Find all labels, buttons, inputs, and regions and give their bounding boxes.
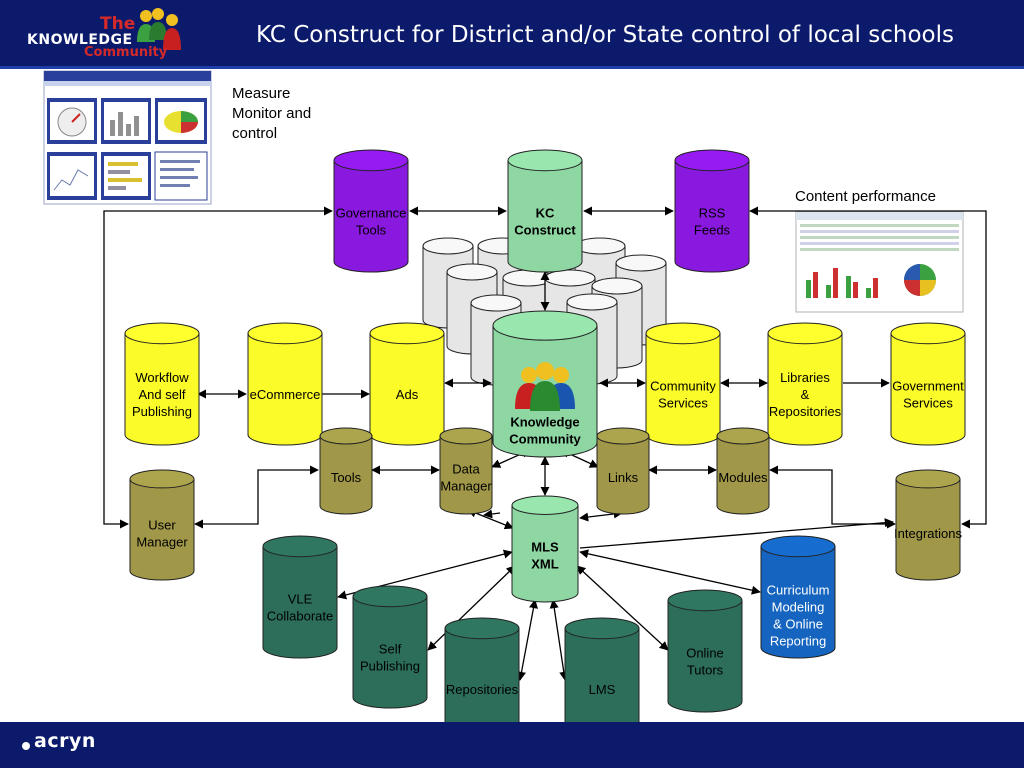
- connector-mls-lms: [549, 599, 569, 681]
- footer-bar: acryn: [0, 722, 1024, 768]
- curriculum-label: Curriculum: [767, 583, 830, 598]
- integrations-cylinder: Integrations: [894, 469, 962, 581]
- content-performance-note: Content performance: [795, 188, 936, 205]
- user-manager-label: Manager: [136, 535, 188, 550]
- repositories-cylinder: Repositories: [444, 617, 520, 722]
- logo-line-the: The: [100, 14, 136, 34]
- vle-collaborate-cylinder: VLE Collaborate: [262, 535, 338, 659]
- connector-mls-repositories: [517, 599, 538, 681]
- logo-line-community: Community: [84, 45, 168, 60]
- ecommerce-cylinder: eCommerce: [247, 322, 323, 446]
- connector-governance-user-manager: [103, 206, 333, 529]
- content-performance-screenshot-thumbnail: [795, 211, 964, 313]
- online-tutors-label: Online: [686, 646, 724, 661]
- tools-cylinder: Tools: [319, 427, 373, 515]
- kc-construct-cylinder: KC Construct: [507, 149, 583, 273]
- connector-rss-integrations: [749, 206, 987, 529]
- curriculum-label: Reporting: [770, 634, 826, 649]
- libraries-label: &: [801, 387, 810, 402]
- curriculum-label: Modeling: [772, 600, 825, 615]
- workflow-label: And self: [139, 387, 186, 402]
- community-people-icon: [515, 362, 575, 411]
- repositories-label: Repositories: [446, 682, 519, 697]
- user-manager-label: User: [148, 518, 176, 533]
- libraries-cylinder: Libraries & Repositories: [767, 322, 843, 446]
- connector-mls-integrations: [579, 518, 894, 549]
- rss-feeds-label: Feeds: [694, 223, 731, 238]
- tools-label: Tools: [331, 470, 362, 485]
- connector-mls-data-stub: [483, 509, 501, 519]
- measure-note: Measure Monitor and control: [232, 84, 311, 144]
- links-label: Links: [608, 470, 639, 485]
- rss-feeds-label: RSS: [699, 206, 726, 221]
- modules-label: Modules: [718, 470, 768, 485]
- measure-note-line-2: Monitor and: [232, 105, 312, 122]
- workflow-label: Publishing: [132, 404, 192, 419]
- community-services-label: Community: [650, 379, 716, 394]
- workflow-label: Workflow: [135, 370, 189, 385]
- header-bar: The KNOWLEDGE Community KC Construct for…: [0, 0, 1024, 69]
- links-cylinder: Links: [596, 427, 650, 515]
- government-services-label: Government: [892, 379, 964, 394]
- government-services-label: Services: [903, 396, 953, 411]
- kc-construct-label: Construct: [514, 223, 576, 238]
- rss-feeds-cylinder: RSS Feeds: [674, 149, 750, 273]
- ecommerce-label: eCommerce: [250, 387, 321, 402]
- measure-note-line-3: control: [232, 125, 278, 142]
- knowledge-community-label: Community: [509, 432, 581, 447]
- data-manager-label: Data: [452, 462, 480, 477]
- mls-xml-label: XML: [531, 557, 559, 572]
- libraries-label: Repositories: [769, 404, 842, 419]
- people-logo-icon: [137, 8, 181, 50]
- knowledge-community-label: Knowledge: [510, 415, 579, 430]
- connector-mls-curriculum: [579, 549, 761, 595]
- connector-user-tools: [194, 465, 319, 529]
- mls-xml-label: MLS: [531, 540, 559, 555]
- integrations-label: Integrations: [894, 526, 962, 541]
- connector-modules-integrations: [769, 465, 896, 529]
- ads-cylinder: Ads: [369, 322, 445, 446]
- lms-cylinder: LMS: [564, 617, 640, 722]
- governance-tools-label: Governance: [336, 206, 407, 221]
- data-manager-label: Manager: [440, 479, 492, 494]
- kc-construct-label: KC: [536, 206, 555, 221]
- logo-line-knowledge: KNOWLEDGE: [27, 32, 133, 48]
- community-services-label: Services: [658, 396, 708, 411]
- connector-mls-self: [427, 565, 516, 651]
- mls-xml-cylinder: MLS XML: [511, 495, 579, 603]
- page-title: KC Construct for District and/or State c…: [256, 22, 954, 48]
- ads-label: Ads: [396, 387, 419, 402]
- curriculum-label: & Online: [773, 617, 823, 632]
- footer-brand: acryn: [34, 730, 96, 752]
- self-publishing-label: Self: [379, 642, 402, 657]
- online-tutors-label: Tutors: [687, 663, 724, 678]
- governance-tools-label: Tools: [356, 223, 387, 238]
- vle-collaborate-label: Collaborate: [267, 609, 334, 624]
- brand-dot-icon: [22, 742, 30, 750]
- lms-label: LMS: [589, 682, 616, 697]
- measure-note-line-1: Measure: [232, 85, 291, 102]
- self-publishing-label: Publishing: [360, 659, 420, 674]
- knowledge-community-logo: The KNOWLEDGE Community: [20, 8, 190, 60]
- modules-cylinder: Modules: [716, 427, 770, 515]
- libraries-label: Libraries: [780, 370, 830, 385]
- vle-collaborate-label: VLE: [288, 592, 313, 607]
- dashboard-screenshot-thumbnail: [43, 70, 212, 205]
